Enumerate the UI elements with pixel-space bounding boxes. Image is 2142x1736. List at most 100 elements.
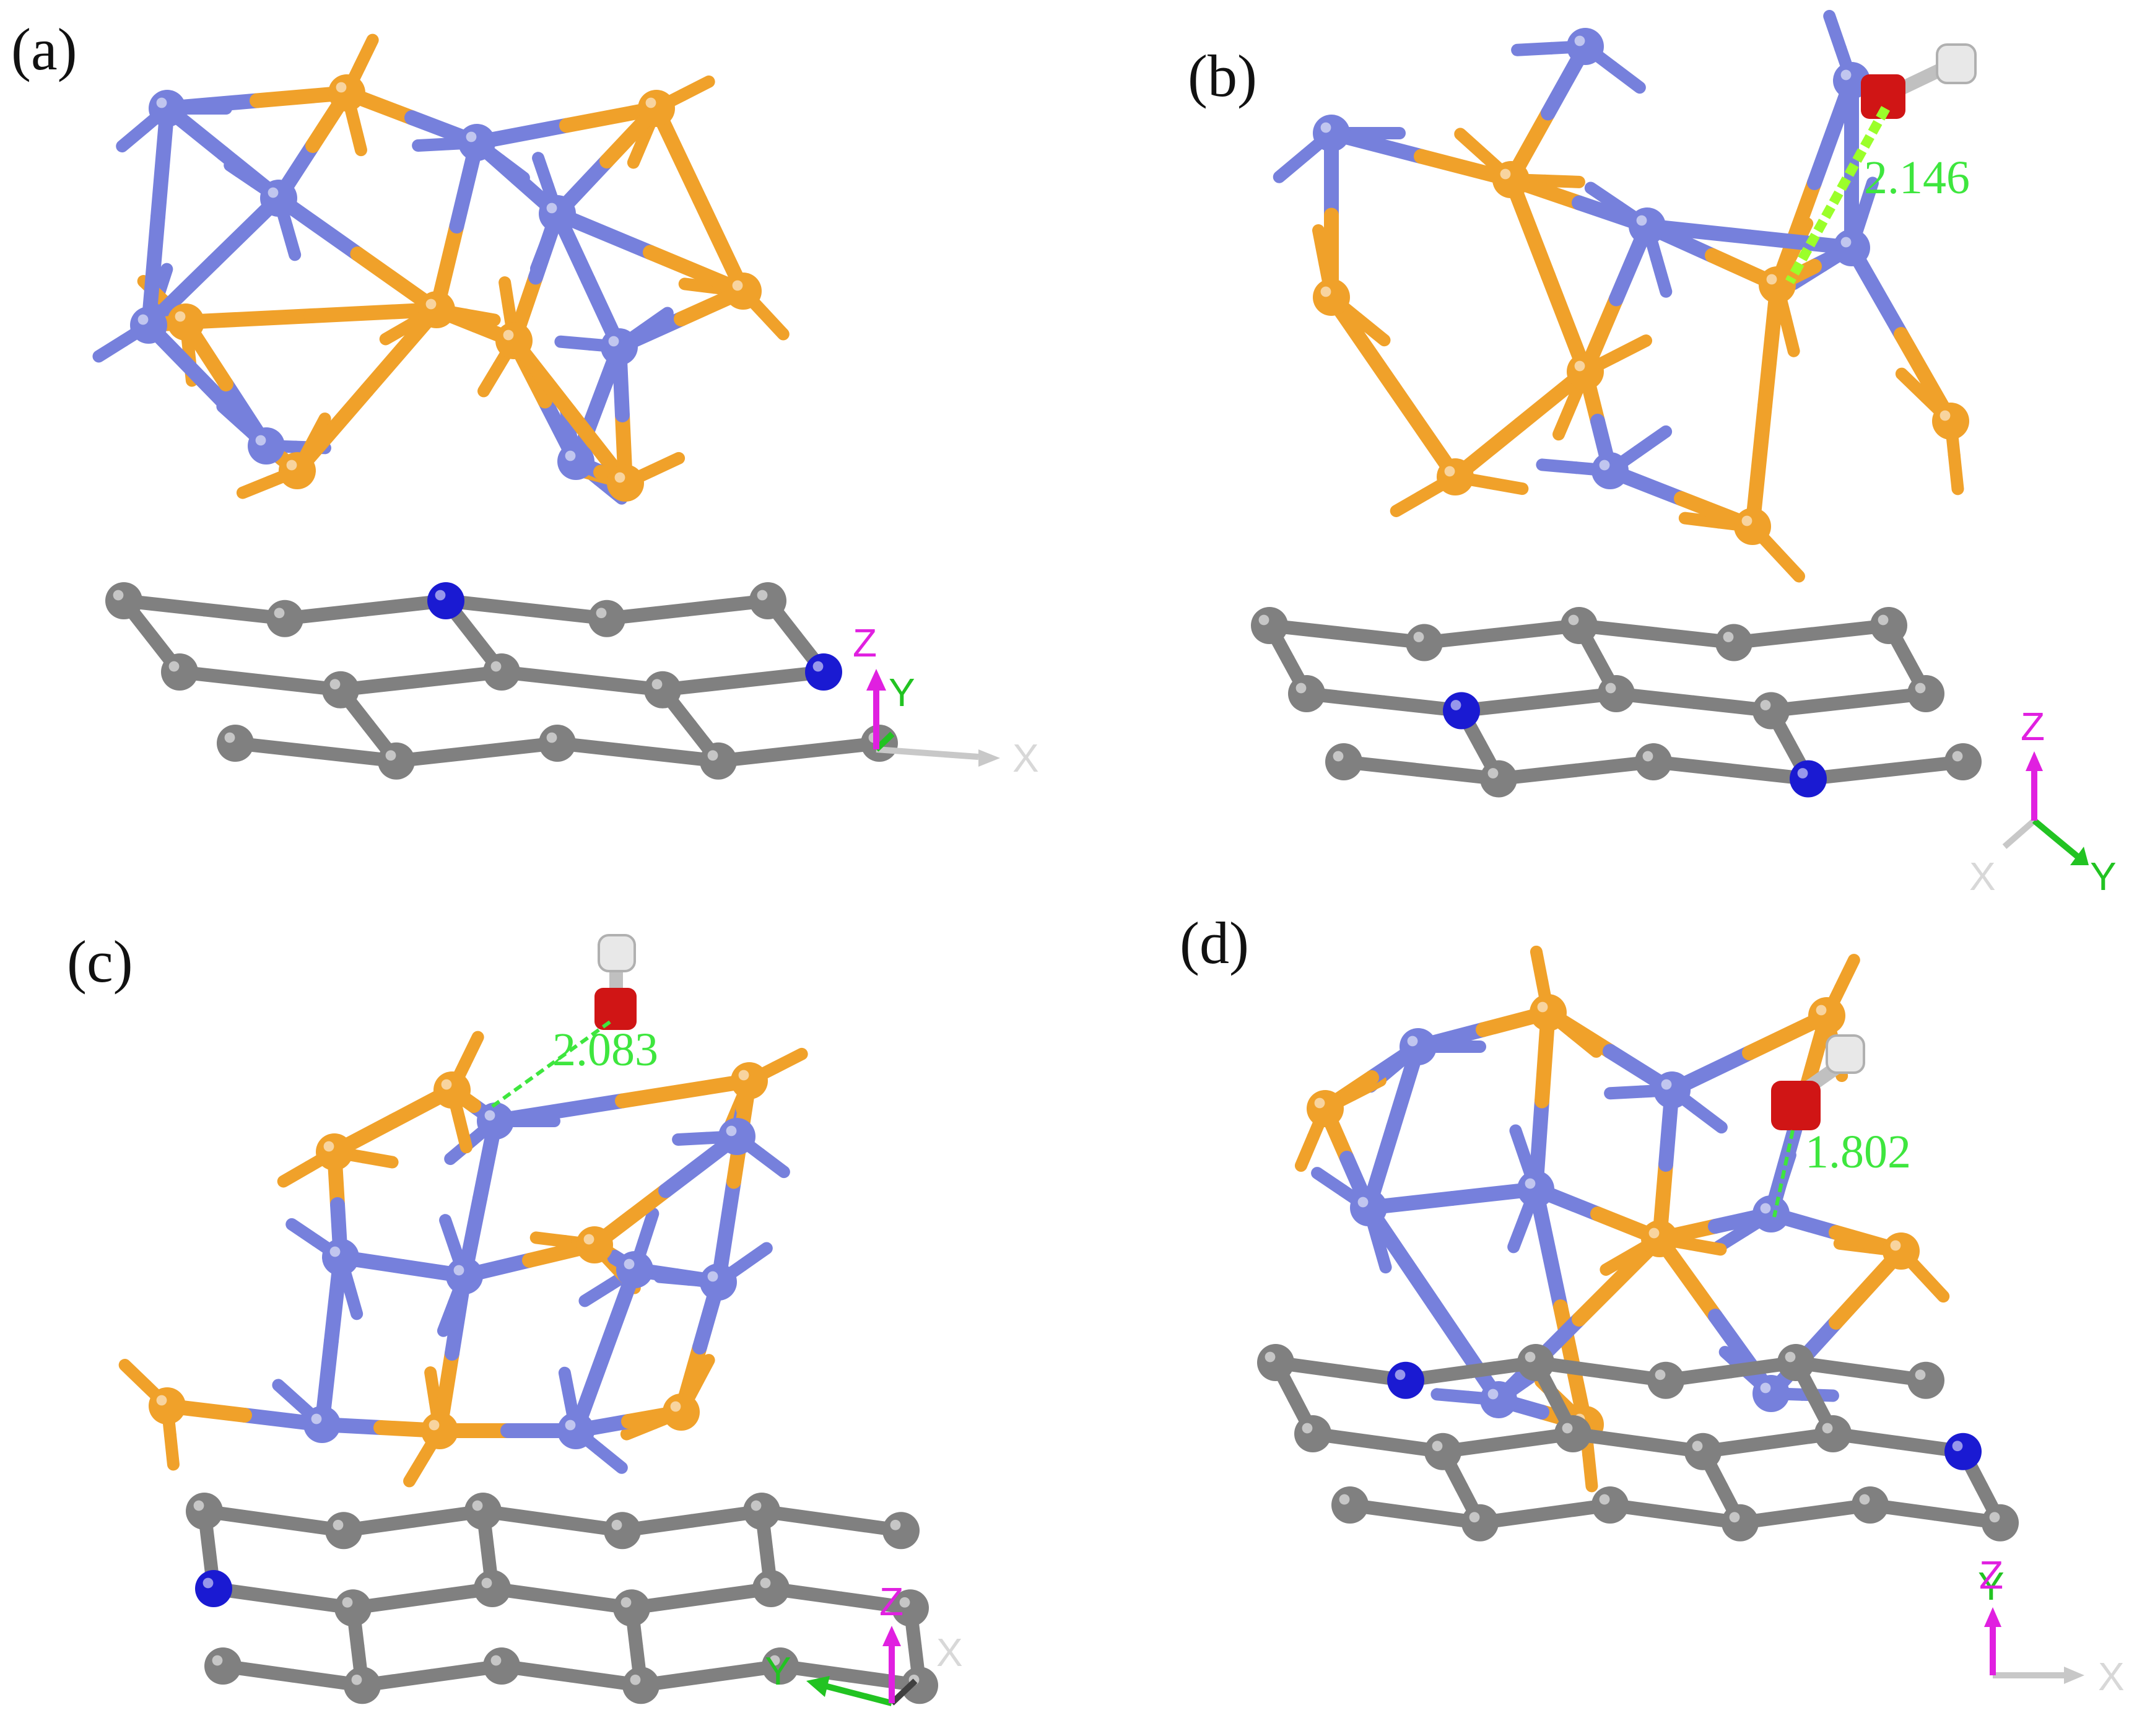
carbon-atom xyxy=(464,1493,502,1530)
metal-atom-a xyxy=(1833,229,1870,266)
carbon-atom xyxy=(325,1512,362,1550)
panel-c: (c) 2.083 X Y Z xyxy=(67,928,963,1706)
nitrogen-atom xyxy=(1790,760,1827,798)
carbon-atom xyxy=(1561,607,1598,644)
metal-atom-b xyxy=(1734,508,1771,545)
metal-atom-a xyxy=(1350,1189,1387,1226)
carbon-atom xyxy=(483,1647,520,1685)
carbon-atom xyxy=(1598,675,1635,712)
panel-b: (b) 2.146 X Y Z xyxy=(1188,9,2117,899)
carbon-atom xyxy=(1852,1486,1889,1524)
metal-atom-a xyxy=(718,1118,755,1155)
carbon-atom xyxy=(322,671,359,709)
metal-atom-a xyxy=(303,1406,341,1443)
panel-b-graphene-layer xyxy=(1251,607,1982,798)
panel-d: (d) 1.802 X Y Z xyxy=(1180,910,2125,1699)
nitrogen-atom xyxy=(195,1570,232,1607)
carbon-atom xyxy=(1635,743,1672,780)
carbon-atom xyxy=(1982,1504,2019,1542)
carbon-atom xyxy=(1424,1433,1461,1470)
carbon-atom xyxy=(204,1647,242,1685)
panel-a-label: (a) xyxy=(11,16,77,82)
carbon-atom xyxy=(1325,743,1362,780)
bond-distance-label: 1.802 xyxy=(1805,1126,1911,1178)
carbon-atom xyxy=(1331,1486,1369,1524)
metal-atom-a xyxy=(458,124,495,161)
metal-atom-b xyxy=(167,303,204,341)
metal-atom-a xyxy=(1591,452,1629,489)
nitrogen-atom xyxy=(805,653,842,691)
carbon-atom xyxy=(1406,624,1443,661)
nitrogen-atom xyxy=(1944,1433,1982,1470)
bond-distance-line xyxy=(488,1020,611,1110)
metal-atom-a xyxy=(1517,1171,1554,1208)
metal-atom-b xyxy=(1808,997,1845,1034)
metal-atom-a xyxy=(1400,1028,1437,1065)
carbon-atom xyxy=(186,1493,223,1530)
carbon-atom xyxy=(483,653,520,691)
nitrogen-atom xyxy=(1443,692,1480,730)
metal-atom-b xyxy=(1492,161,1530,198)
carbon-atom xyxy=(588,600,625,637)
metal-atom-b xyxy=(1307,1090,1344,1127)
carbon-atom xyxy=(892,1589,929,1627)
carbon-atom xyxy=(474,1570,511,1607)
metal-atom-a xyxy=(322,1239,359,1276)
carbon-atom xyxy=(1944,743,1982,780)
carbon-atom xyxy=(1752,692,1790,730)
x-axis-arrow xyxy=(876,746,979,760)
carbon-atom xyxy=(1461,1504,1499,1542)
carbon-atom xyxy=(1715,624,1752,661)
carbon-atom xyxy=(882,1512,920,1550)
nitrogen-atom xyxy=(427,582,464,619)
z-axis-label: Z xyxy=(2021,704,2045,749)
metal-atom-a xyxy=(1567,28,1604,65)
x-axis-arrow xyxy=(889,1678,918,1706)
panel-c-graphene-layer xyxy=(186,1493,938,1704)
metal-atom-b xyxy=(418,291,455,328)
nitrogen-atom xyxy=(1387,1361,1424,1399)
carbon-atom xyxy=(1684,1433,1722,1470)
x-axis-label: X xyxy=(936,1630,963,1675)
carbon-atom xyxy=(378,742,415,780)
carbon-atom xyxy=(1647,1361,1684,1399)
x-axis-label: X xyxy=(2098,1654,2125,1699)
panel-b-oh-adsorbate xyxy=(1785,43,1977,284)
metal-atom-b xyxy=(149,1387,186,1424)
metal-atom-b xyxy=(1883,1232,1920,1270)
metal-atom-a xyxy=(248,427,285,465)
bond-distance-line xyxy=(1772,1130,1795,1218)
panel-d-axis-triad: X Y Z xyxy=(1978,1553,2125,1699)
metal-atom-b xyxy=(607,465,644,502)
hydrogen-atom xyxy=(598,934,636,972)
metal-atom-a xyxy=(477,1102,514,1140)
metal-atom-a xyxy=(149,90,186,127)
carbon-atom xyxy=(1480,760,1517,798)
oxygen-atom xyxy=(1771,1081,1821,1130)
carbon-atom xyxy=(1257,1344,1294,1381)
metal-atom-a xyxy=(1653,1071,1691,1109)
panel-a-axis-triad: X Y Z xyxy=(853,621,1039,780)
panel-b-metal-cluster xyxy=(1273,9,1969,583)
bond-distance-label: 2.146 xyxy=(1864,152,1970,204)
z-axis-label: Z xyxy=(1979,1553,2003,1597)
carbon-atom xyxy=(334,1589,372,1627)
metal-atom-a xyxy=(130,307,167,344)
metal-atom-b xyxy=(725,273,762,310)
x-axis-label: X xyxy=(1012,736,1039,780)
carbon-atom xyxy=(161,653,198,691)
carbon-atom xyxy=(1517,1344,1554,1381)
metal-atom-b xyxy=(1437,458,1474,495)
x-axis-label: X xyxy=(1969,854,1996,899)
metal-atom-b xyxy=(433,1071,471,1109)
carbon-atom xyxy=(1907,1361,1944,1399)
metal-atom-a xyxy=(616,1251,653,1288)
carbon-atom xyxy=(743,1493,780,1530)
metal-atom-a xyxy=(1752,1375,1790,1412)
panel-a-graphene-layer xyxy=(105,582,898,780)
carbon-atom xyxy=(344,1667,381,1704)
metal-atom-a xyxy=(557,443,594,480)
carbon-atom xyxy=(749,582,786,619)
carbon-atom xyxy=(1554,1415,1591,1452)
